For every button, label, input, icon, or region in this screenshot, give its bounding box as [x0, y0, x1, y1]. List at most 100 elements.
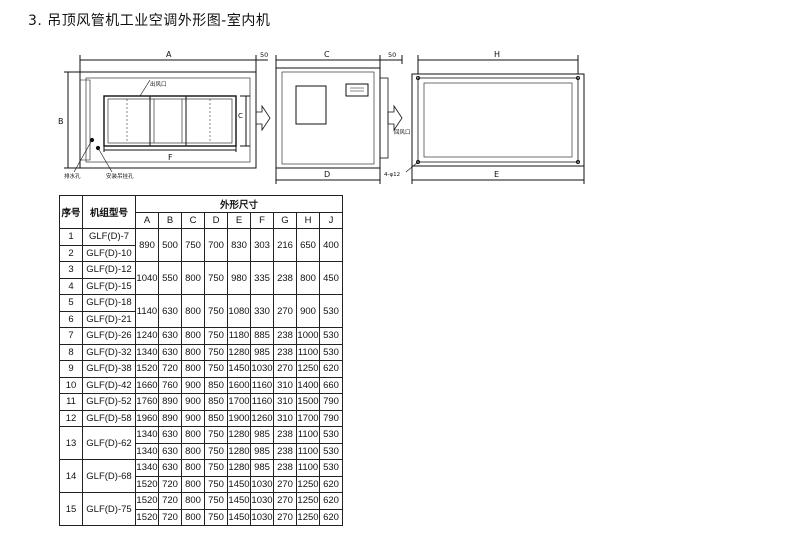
value-cell: 1340: [135, 426, 159, 444]
value-cell: 630: [158, 426, 182, 444]
value-cell: 630: [158, 459, 182, 477]
value-cell: 850: [204, 409, 228, 427]
value-cell: 830: [227, 228, 251, 262]
value-cell: 630: [158, 343, 182, 361]
seq-cell: 9: [59, 360, 83, 378]
value-cell: 800: [181, 508, 205, 526]
value-cell: 800: [296, 261, 320, 295]
value-cell: 216: [273, 228, 297, 262]
holes-label: 4-φ12: [384, 172, 400, 178]
value-cell: 1100: [296, 426, 320, 444]
column-header-e: E: [227, 211, 251, 229]
drain-label: 排水孔: [64, 172, 81, 180]
value-cell: 750: [204, 261, 228, 295]
value-cell: 720: [158, 492, 182, 510]
seq-cell: 11: [59, 393, 83, 411]
column-header-a: A: [135, 211, 159, 229]
seq-cell: 14: [59, 459, 83, 493]
model-cell: GLF(D)-52: [82, 393, 136, 411]
model-cell: GLF(D)-26: [82, 327, 136, 345]
value-cell: 1900: [227, 409, 251, 427]
value-cell: 790: [319, 409, 343, 427]
value-cell: 750: [204, 492, 228, 510]
value-cell: 800: [181, 360, 205, 378]
value-cell: 1500: [296, 393, 320, 411]
seq-cell: 15: [59, 492, 83, 526]
value-cell: 750: [204, 294, 228, 328]
seq-cell: 10: [59, 376, 83, 394]
model-cell: GLF(D)-18: [82, 294, 136, 312]
value-cell: 530: [319, 294, 343, 328]
value-cell: 1340: [135, 442, 159, 460]
value-cell: 1520: [135, 360, 159, 378]
dim-d-label: D: [324, 170, 330, 179]
value-cell: 1240: [135, 327, 159, 345]
value-cell: 630: [158, 327, 182, 345]
value-cell: 750: [204, 327, 228, 345]
dim-50-label: 50: [260, 51, 268, 59]
seq-cell: 4: [59, 277, 83, 295]
value-cell: 238: [273, 343, 297, 361]
value-cell: 270: [273, 360, 297, 378]
value-cell: 270: [273, 508, 297, 526]
value-cell: 238: [273, 459, 297, 477]
dim-a-label: A: [166, 50, 172, 59]
value-cell: 660: [319, 376, 343, 394]
value-cell: 885: [250, 327, 274, 345]
model-cell: GLF(D)-75: [82, 492, 136, 526]
value-cell: 1030: [250, 508, 274, 526]
value-cell: 630: [158, 442, 182, 460]
value-cell: 1660: [135, 376, 159, 394]
value-cell: 1180: [227, 327, 251, 345]
return-label: 回风口: [394, 129, 411, 136]
value-cell: 800: [181, 475, 205, 493]
value-cell: 985: [250, 343, 274, 361]
value-cell: 500: [158, 228, 182, 262]
value-cell: 270: [273, 475, 297, 493]
column-header-f: F: [250, 211, 274, 229]
seq-cell: 1: [59, 228, 83, 246]
value-cell: 1520: [135, 508, 159, 526]
value-cell: 1250: [296, 492, 320, 510]
seq-cell: 12: [59, 409, 83, 427]
value-cell: 238: [273, 442, 297, 460]
value-cell: 1340: [135, 459, 159, 477]
value-cell: 800: [181, 426, 205, 444]
model-cell: GLF(D)-32: [82, 343, 136, 361]
value-cell: 1760: [135, 393, 159, 411]
value-cell: 1520: [135, 492, 159, 510]
seq-cell: 2: [59, 244, 83, 262]
model-cell: GLF(D)-10: [82, 244, 136, 262]
dim-b-label: B: [58, 117, 64, 126]
value-cell: 985: [250, 442, 274, 460]
column-header-g: G: [273, 211, 297, 229]
value-cell: 310: [273, 393, 297, 411]
value-cell: 1160: [250, 376, 274, 394]
value-cell: 800: [181, 459, 205, 477]
value-cell: 750: [204, 459, 228, 477]
dim-h-label: H: [494, 50, 500, 59]
model-cell: GLF(D)-68: [82, 459, 136, 493]
value-cell: 1400: [296, 376, 320, 394]
value-cell: 890: [135, 228, 159, 262]
value-cell: 700: [204, 228, 228, 262]
value-cell: 1700: [296, 409, 320, 427]
value-cell: 400: [319, 228, 343, 262]
value-cell: 450: [319, 261, 343, 295]
dim-f-label: F: [168, 153, 173, 162]
value-cell: 330: [250, 294, 274, 328]
value-cell: 1040: [135, 261, 159, 295]
front-view: [64, 55, 268, 173]
column-header-c: C: [181, 211, 205, 229]
value-cell: 720: [158, 475, 182, 493]
value-cell: 530: [319, 459, 343, 477]
column-header-j: J: [319, 211, 343, 229]
value-cell: 900: [181, 376, 205, 394]
outline-drawings: A 50 B C F 出风口 排水孔 安装吊挂孔 C 50 D 回风口 H E …: [58, 50, 585, 184]
